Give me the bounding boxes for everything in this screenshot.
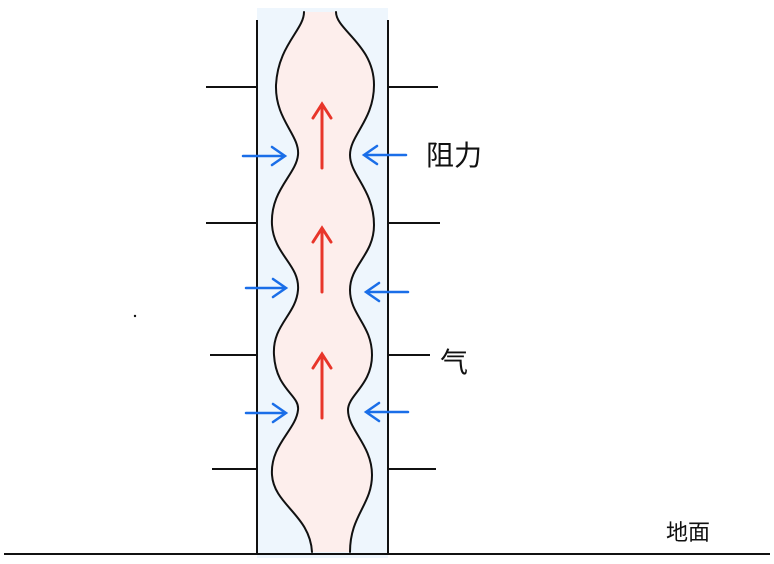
column-left-outline	[270, 11, 313, 553]
stray-dot	[133, 314, 137, 318]
column-right-outline	[335, 11, 376, 553]
ground-label: 地面	[666, 521, 710, 546]
resistance-label: 阻力	[426, 139, 482, 172]
inward-arrow-left	[244, 277, 289, 299]
air-label: 气	[440, 346, 468, 379]
inward-arrow-right	[363, 281, 410, 303]
inward-arrow-right	[363, 401, 410, 423]
upward-arrow	[311, 101, 333, 170]
inward-arrow-left	[241, 145, 288, 167]
upward-arrow	[311, 351, 333, 420]
inward-arrow-right	[361, 144, 408, 166]
inward-arrow-left	[244, 402, 289, 424]
upward-arrow	[311, 225, 333, 294]
